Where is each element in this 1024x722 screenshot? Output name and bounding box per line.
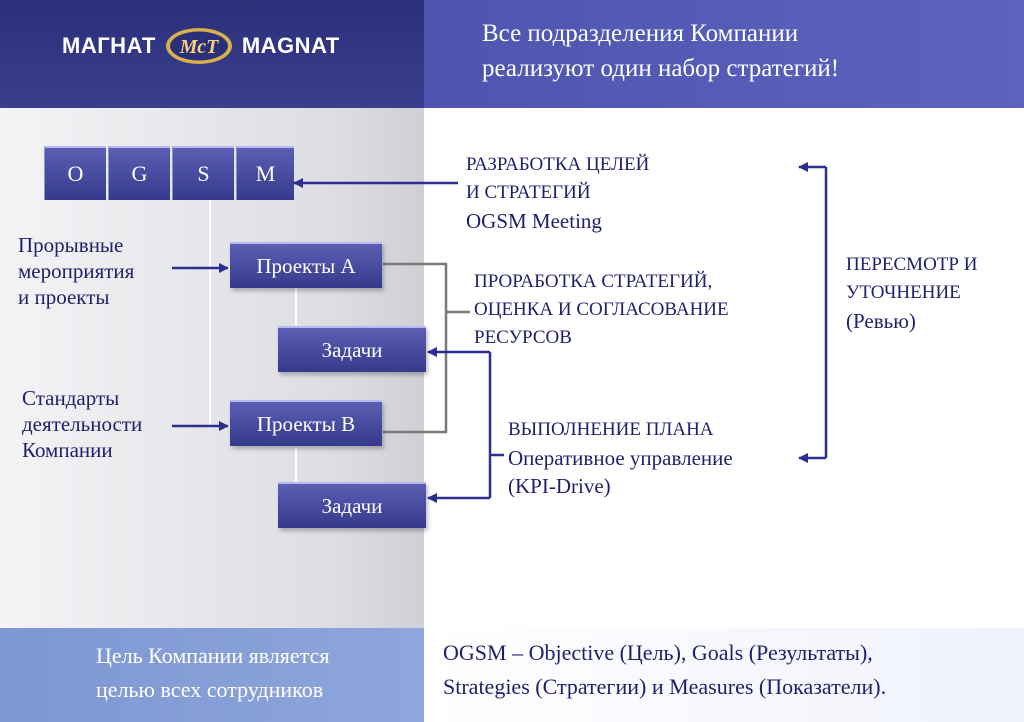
footer-ogsm-line-1: OGSM – Objective (Цель), Goals (Результа… xyxy=(443,640,873,665)
projects-bracket xyxy=(383,262,448,434)
footer-ogsm-definition: OGSM – Objective (Цель), Goals (Результа… xyxy=(443,636,1023,704)
page-title-line-1: Все подразделения Компании xyxy=(482,20,799,47)
footer-left-panel xyxy=(0,628,424,722)
header-title-panel xyxy=(424,0,1024,108)
standards-label: Стандарты деятельности Компании xyxy=(22,385,142,463)
footer-goal-line-2: целью всех сотрудников xyxy=(96,677,324,702)
development-label: РАЗРАБОТКА ЦЕЛЕЙ И СТРАТЕГИЙ OGSM Meetin… xyxy=(466,151,649,235)
execution-label-line-2: Оперативное управление xyxy=(508,446,733,470)
ogsm-cell-s: S xyxy=(172,146,234,200)
review-label-line-2: УТОЧНЕНИЕ xyxy=(846,282,961,303)
elaboration-label: ПРОРАБОТКА СТРАТЕГИЙ, ОЦЕНКА И СОГЛАСОВА… xyxy=(474,268,729,352)
development-label-line-3: OGSM Meeting xyxy=(466,209,602,233)
ogsm-cell-m: M xyxy=(236,146,294,200)
projects-b-box: Проекты В xyxy=(230,400,382,446)
ogsm-cell-o: O xyxy=(44,146,106,200)
review-label-line-3: (Ревью) xyxy=(846,309,916,333)
projects-a-box: Проекты А xyxy=(230,242,382,288)
elaboration-label-line-2: ОЦЕНКА И СОГЛАСОВАНИЕ xyxy=(474,299,729,320)
footer-ogsm-line-2: Strategies (Стратегии) и Measures (Показ… xyxy=(443,674,887,699)
breakthrough-label: Прорывные мероприятия и проекты xyxy=(18,232,134,310)
standards-label-line-3: Компании xyxy=(22,438,113,462)
development-label-line-1: РАЗРАБОТКА ЦЕЛЕЙ xyxy=(466,154,650,175)
ogsm-cell-g: G xyxy=(108,146,170,200)
elaboration-label-line-3: РЕСУРСОВ xyxy=(474,327,572,348)
standards-label-line-1: Стандарты xyxy=(22,386,120,410)
logo-text-cyrillic: МАГНАТ xyxy=(62,33,156,58)
execution-label: ВЫПОЛНЕНИЕ ПЛАНА Оперативное управление … xyxy=(508,416,733,500)
logo-text-latin: MAGNAT xyxy=(241,33,340,58)
logo-badge-text: МсТ xyxy=(179,36,219,58)
breakthrough-label-line-3: и проекты xyxy=(18,285,110,309)
page-title: Все подразделения Компании реализуют оди… xyxy=(482,16,1002,86)
footer-goal-line-1: Цель Компании является xyxy=(96,643,330,668)
execution-label-line-3: (KPI-Drive) xyxy=(508,474,611,498)
tasks-a-box: Задачи xyxy=(278,326,426,372)
standards-label-line-2: деятельности xyxy=(22,412,143,436)
review-label: ПЕРЕСМОТР И УТОЧНЕНИЕ (Ревью) xyxy=(846,251,977,335)
footer-right-panel xyxy=(424,628,1024,722)
review-label-line-1: ПЕРЕСМОТР И xyxy=(846,254,978,275)
breakthrough-label-line-1: Прорывные xyxy=(18,233,124,257)
development-label-line-2: И СТРАТЕГИЙ xyxy=(466,182,591,203)
footer-goal-statement: Цель Компании является целью всех сотруд… xyxy=(96,639,416,707)
execution-label-line-1: ВЫПОЛНЕНИЕ ПЛАНА xyxy=(508,419,714,440)
breakthrough-label-line-2: мероприятия xyxy=(18,259,135,283)
elaboration-label-line-1: ПРОРАБОТКА СТРАТЕГИЙ, xyxy=(474,271,713,292)
company-logo: МАГНАТ МсТ MAGNAT xyxy=(62,26,340,66)
tasks-b-box: Задачи xyxy=(278,482,426,528)
page-title-line-2: реализуют один набор стратегий! xyxy=(482,55,840,82)
logo-badge-icon: МсТ xyxy=(164,26,234,66)
